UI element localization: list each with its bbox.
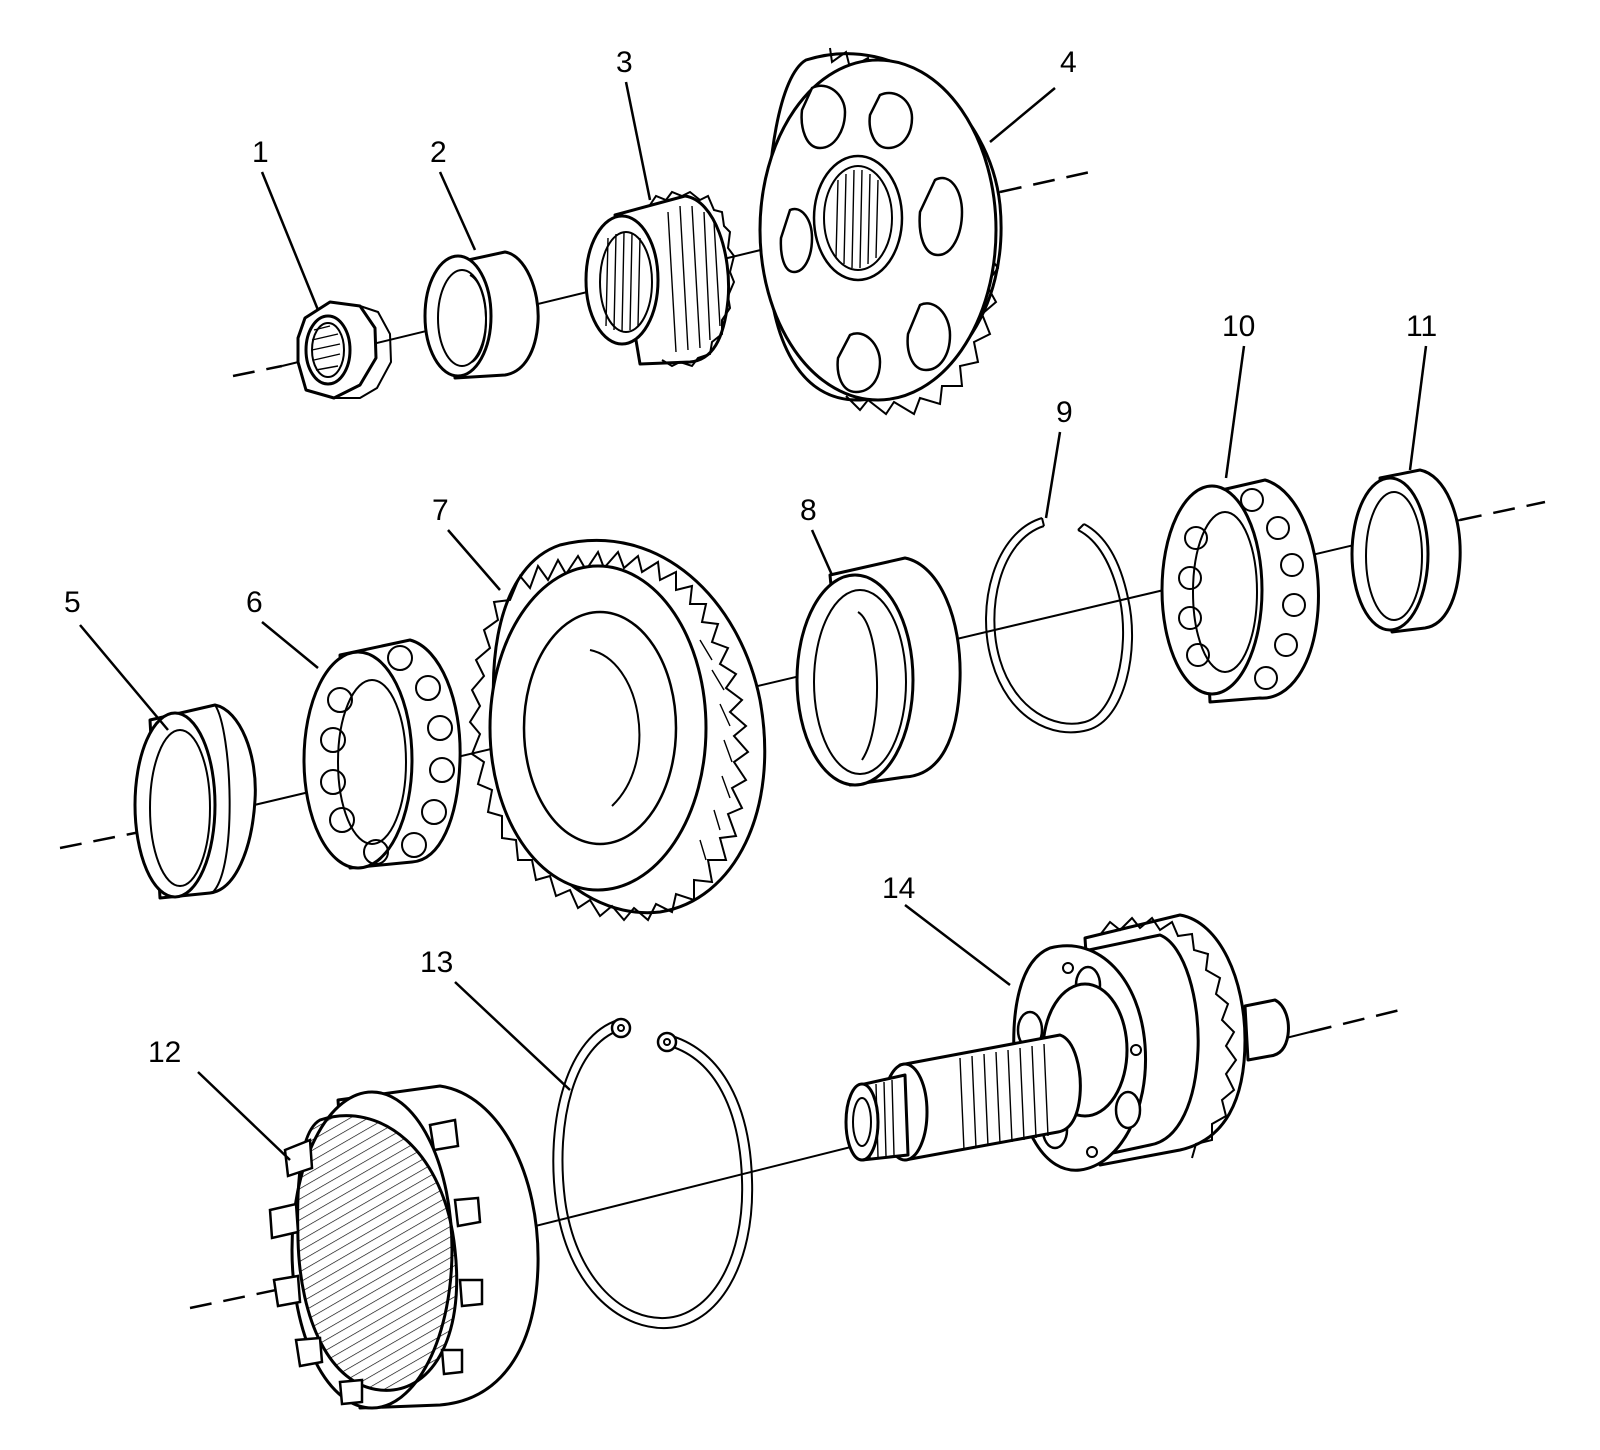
callout-6: 6 [246, 586, 263, 619]
leader-lines [79, 81, 1428, 1161]
part-11-bearing-race [1350, 468, 1462, 634]
leader-14 [904, 904, 1011, 986]
part-5-bearing-race [133, 703, 257, 900]
leader-4 [989, 87, 1056, 143]
callout-4: 4 [1060, 46, 1077, 79]
callout-labels: 1 2 3 4 5 6 7 8 9 10 11 12 13 14 [64, 46, 1437, 1069]
part-9-snap-ring [985, 517, 1134, 734]
part-10-roller-bearing [1160, 478, 1320, 704]
leader-1 [260, 171, 320, 311]
part-1-nut [296, 300, 393, 400]
callout-13: 13 [420, 946, 453, 979]
leader-5 [79, 624, 169, 731]
leader-6 [261, 621, 319, 669]
leader-12 [197, 1071, 291, 1161]
part-8-bearing-cup [795, 556, 962, 787]
callout-12: 12 [148, 1036, 181, 1069]
callout-9: 9 [1056, 396, 1073, 429]
callout-10: 10 [1222, 310, 1255, 343]
part-3-small-gear [584, 190, 736, 368]
part-13-snap-ring [552, 1017, 754, 1330]
callout-2: 2 [430, 136, 447, 169]
leader-2 [438, 171, 477, 251]
part-14-output-shaft-carrier [844, 913, 1290, 1172]
part-7-large-gear [468, 538, 767, 922]
part-6-roller-bearing [302, 638, 462, 870]
part-4-carrier-plate [758, 47, 1003, 416]
callout-7: 7 [432, 494, 449, 527]
callout-5: 5 [64, 586, 81, 619]
leader-8 [810, 529, 834, 576]
part-12-ring-gear [268, 1084, 540, 1410]
leader-11 [1408, 345, 1428, 471]
leader-13 [454, 981, 571, 1091]
leader-3 [624, 81, 652, 201]
callout-11: 11 [1406, 310, 1437, 343]
callout-1: 1 [252, 136, 269, 169]
leader-10 [1224, 345, 1246, 479]
callout-14: 14 [882, 872, 915, 905]
leader-9 [1044, 431, 1062, 519]
callout-8: 8 [800, 494, 817, 527]
callout-3: 3 [616, 46, 633, 79]
leader-7 [447, 529, 501, 591]
part-2-spacer [423, 250, 540, 380]
